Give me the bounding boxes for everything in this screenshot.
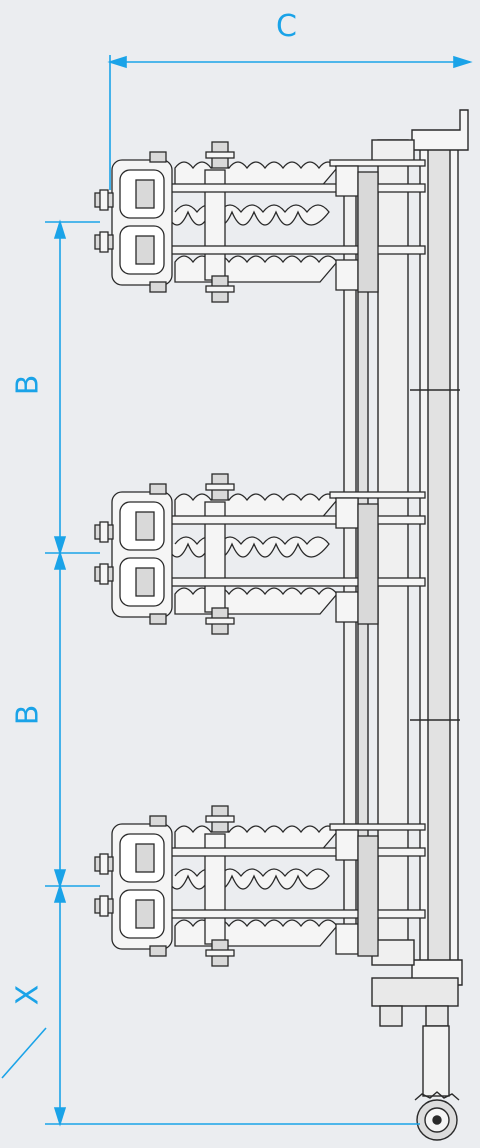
dimension-x-label: X [10, 984, 46, 1006]
dimension-b-top-label: B [10, 374, 46, 396]
dimension-b-bottom-label: B [10, 704, 46, 726]
operating-mechanism [371, 977, 460, 1141]
frame [410, 109, 469, 986]
pole-assembly [94, 805, 426, 967]
pole-assembly [94, 473, 426, 635]
dimension-lines [1, 55, 473, 1127]
pole-assemblies [94, 141, 426, 967]
pole-assembly [94, 141, 426, 303]
dimension-c-label: C [276, 9, 297, 44]
